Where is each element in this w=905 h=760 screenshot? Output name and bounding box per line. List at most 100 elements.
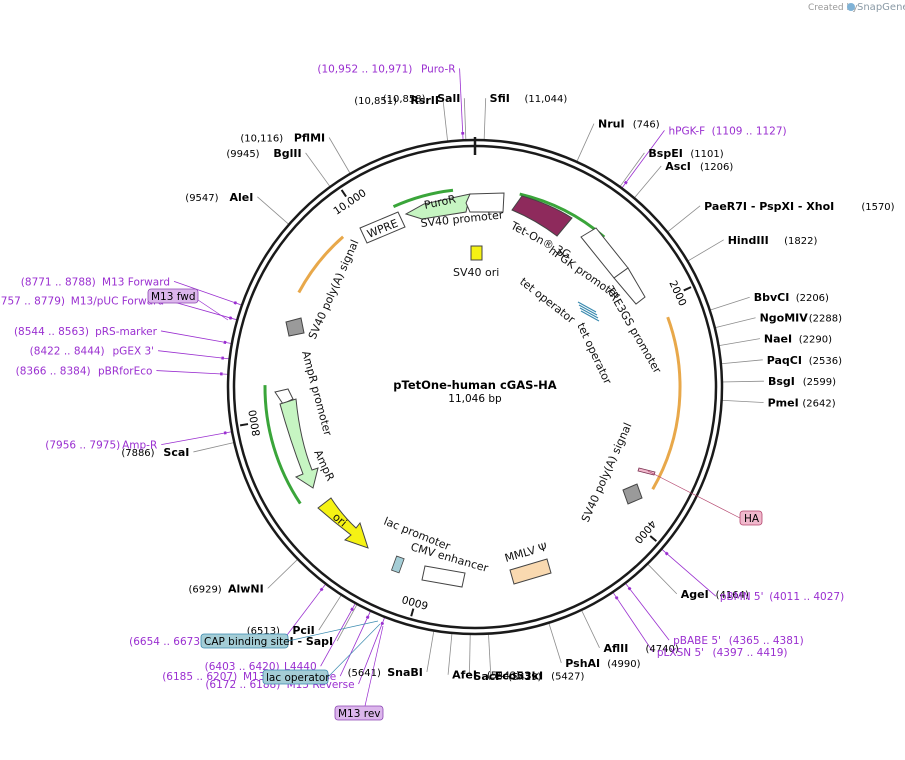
site-leader-line — [666, 205, 701, 234]
primer-coord: (8366 .. 8384) — [16, 366, 91, 378]
site-leader-line — [717, 338, 760, 347]
tick-mark — [340, 189, 347, 198]
primer-label-pgex-3: pGEX 3'(8422 .. 8444) — [30, 346, 154, 358]
primer-coord: (6172 .. 6188) — [205, 679, 280, 691]
primer-mark — [614, 595, 619, 600]
site-name: PmeI — [768, 397, 799, 410]
primer-label-amp-r: Amp-R(7956 .. 7975) — [45, 440, 157, 452]
primer-label-plxsn-5: pLXSN 5' (4397 .. 4419) — [657, 647, 788, 659]
site-coord: (10,858) — [383, 94, 426, 105]
site-coord: (2599) — [803, 377, 836, 388]
site-name: NaeI — [764, 333, 792, 346]
site-coord: (7886) — [121, 448, 154, 459]
site-leader-line — [633, 165, 662, 200]
sv40-polya-right-label: SV40 poly(A) signal — [579, 421, 635, 524]
site-name: PshAI — [565, 657, 600, 670]
site-name: AscI — [665, 160, 691, 173]
primer-coord: (6654 .. 6673) — [129, 636, 204, 648]
tick-label: 8000 — [247, 409, 263, 437]
site-leader-line — [193, 441, 236, 453]
site-coord: (4164) — [716, 590, 749, 601]
site-label-pcii: PciI (6513) — [247, 624, 315, 637]
site-name: BspEI — [648, 147, 682, 160]
site-leader-line — [488, 632, 492, 676]
site-leader-line — [336, 603, 359, 642]
tet-operator-label-2: tet operator — [574, 321, 614, 387]
primer-mark — [223, 431, 227, 435]
site-coord: (2642) — [802, 399, 835, 410]
snapgene-logo-icon — [847, 3, 855, 11]
site-label-bglii: BglII(9945) — [226, 147, 301, 160]
ha-label: HA — [744, 513, 760, 525]
site-label-paer7i-pspxi-xhoi: PaeR7I - PspXI - XhoI(1570) — [704, 200, 895, 213]
primer-name: Amp-R — [122, 440, 157, 452]
site-label-naei: NaeI(2290) — [764, 333, 832, 346]
primer-label-hpgk-f: hPGK-F(1109 .. 1127) — [668, 125, 786, 137]
cap-binding-site-label: CAP binding site — [204, 636, 290, 648]
site-coord: (5641) — [348, 668, 381, 679]
primer-leader-line — [156, 370, 230, 375]
site-label-paqci: PaqCI(2536) — [767, 354, 842, 367]
lac-promoter-feature — [390, 555, 405, 574]
site-name: SacI — [473, 670, 499, 683]
primer-coord: (1109 .. 1127) — [712, 125, 787, 137]
tick-label: 10,000 — [331, 187, 368, 218]
site-name: SfiI — [490, 92, 510, 105]
primer-name: pLXSN 5' — [657, 647, 704, 659]
site-leader-line — [426, 629, 435, 673]
site-leader-line — [305, 152, 332, 188]
tick-mark — [410, 608, 415, 617]
site-coord: (9547) — [185, 193, 218, 204]
site-name: BsgI — [768, 375, 795, 388]
m13-rev-box — [334, 705, 384, 721]
site-leader-line — [646, 562, 678, 595]
mmlv-psi-feature — [509, 558, 552, 585]
primer-coord: (4397 .. 4419) — [712, 647, 787, 659]
primer-mark — [223, 340, 227, 345]
site-coord: (6513) — [247, 626, 280, 637]
site-label-asci: AscI(1206) — [665, 160, 733, 173]
tick-mark — [683, 286, 692, 292]
orf-arc-upper-left — [297, 235, 345, 294]
site-coord: (2536) — [809, 356, 842, 367]
primer-coord: (6403 .. 6420) — [205, 661, 280, 673]
site-leader-line — [267, 558, 299, 589]
site-label-snabi: SnaBI (5641) — [348, 666, 423, 679]
tet-operator-feature — [577, 301, 600, 322]
site-leader-line — [580, 608, 600, 648]
primer-coord: (4365 .. 4381) — [729, 635, 804, 647]
primer-label-pbmn-5: pBMN 5'(4011 .. 4027) — [720, 591, 844, 603]
sv40-ori-label: SV40 ori — [453, 266, 499, 279]
site-leader-line — [720, 380, 764, 383]
primer-name: Puro-R — [421, 63, 456, 75]
sv40-polya-left-feature — [285, 317, 305, 337]
site-name: SnaBI — [387, 666, 423, 679]
sv40-promoter-feature — [465, 192, 505, 213]
primer-name: pRS-marker — [95, 326, 158, 338]
primer-label-prs-marker: pRS-marker(8544 .. 8563) — [14, 326, 158, 338]
primer-label-pbabe-5: pBABE 5'(4365 .. 4381) — [673, 635, 804, 647]
site-coord: (9945) — [226, 149, 259, 160]
site-label-hindiii: HindIII(1822) — [728, 234, 818, 247]
site-name: PciI — [292, 624, 314, 637]
site-leader-line — [328, 137, 352, 175]
primer-coord: (8422 .. 8444) — [30, 346, 105, 358]
site-label-bsgi: BsgI (2599) — [768, 375, 836, 388]
primer-leader-line — [339, 609, 372, 677]
primer-coord: (8771 .. 8788) — [21, 276, 96, 288]
puror-feature — [404, 193, 471, 220]
site-coord: (2206) — [796, 293, 829, 304]
cmv-enhancer-feature — [421, 565, 466, 588]
site-leader-line — [442, 99, 449, 143]
site-label-pshai: PshAI(4990) — [565, 657, 640, 670]
site-leader-line — [708, 296, 750, 311]
primer-marks — [220, 131, 669, 626]
site-name: BbvCI — [754, 291, 790, 304]
tick-label: 2000 — [666, 279, 688, 308]
primer-label-m13-puc-forward: M13/pUC Forward(8757 .. 8779) — [0, 295, 164, 307]
site-name: PflMI — [294, 132, 325, 145]
sv40-ori-feature — [470, 245, 483, 261]
site-labels: NruI(746)BspEI(1101)AscI(1206)PaeR7I - P… — [121, 92, 894, 683]
ori-feature — [317, 497, 369, 549]
